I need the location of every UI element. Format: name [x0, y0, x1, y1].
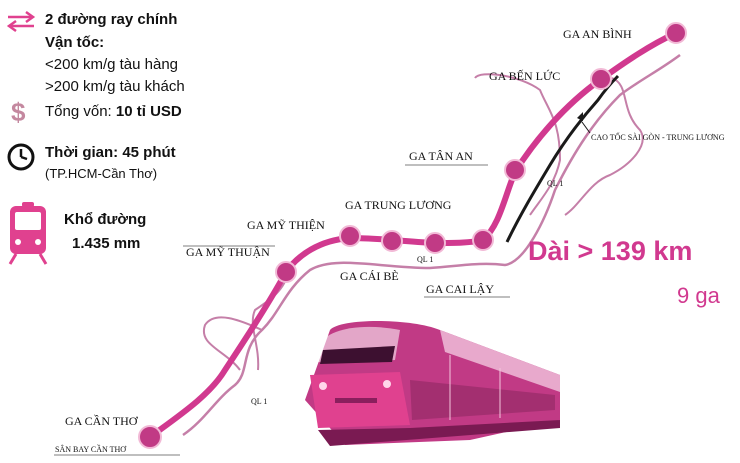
time-label: Thời gian: 45 phút	[45, 144, 176, 161]
station-my-thien	[339, 225, 361, 247]
station-cai-lay	[424, 232, 446, 254]
gauge-label: Khổ đường	[64, 211, 147, 228]
label-ql1-a: QL 1	[547, 179, 563, 188]
label-cai-lay: GA CAI LẬY	[426, 282, 494, 296]
train-icon	[305, 321, 560, 446]
label-ql1-c: QL 1	[251, 397, 267, 406]
station-trung-luong	[472, 229, 494, 251]
label-ben-luc: GA BẾN LỨC	[489, 68, 560, 83]
rail-arrows-icon	[6, 10, 36, 33]
speed-label: Vận tốc:	[45, 34, 105, 51]
road-branch-mythuan	[251, 271, 289, 371]
expressway-line	[505, 74, 620, 243]
label-my-thien: GA MỸ THIỆN	[247, 218, 325, 232]
label-expressway: CAO TỐC SÀI GÒN - TRUNG LƯƠNG	[591, 132, 725, 142]
station-tan-an	[504, 159, 526, 181]
station-can-tho	[138, 425, 162, 449]
station-cai-be	[381, 230, 403, 252]
train-front-icon	[8, 202, 48, 265]
station-markers	[138, 22, 687, 449]
label-tan-an: GA TÂN AN	[409, 149, 473, 163]
station-my-thuan	[275, 261, 297, 283]
capital-prefix: Tổng vốn:	[45, 103, 116, 120]
label-my-thuan: GA MỸ THUẬN	[186, 245, 270, 259]
gauge-value: 1.435 mm	[72, 235, 141, 252]
station-count: 9 ga	[677, 283, 720, 308]
speed-freight: <200 km/g tàu hàng	[45, 56, 179, 73]
station-an-binh	[665, 22, 687, 44]
label-trung-luong: GA TRUNG LƯƠNG	[345, 198, 452, 212]
station-ben-luc	[590, 68, 612, 90]
label-ql1-b: QL 1	[417, 255, 433, 264]
label-an-binh: GA AN BÌNH	[563, 27, 632, 41]
label-can-tho: GA CẦN THƠ	[65, 413, 139, 428]
label-airport: SÂN BAY CẦN THƠ	[55, 444, 127, 454]
rails-title: 2 đường ray chính	[45, 11, 178, 28]
route-length: Dài > 139 km	[528, 236, 693, 266]
expressway-pointer	[577, 112, 583, 121]
speed-passenger: >200 km/g tàu khách	[45, 78, 185, 95]
time-route: (TP.HCM-Cần Thơ)	[45, 166, 158, 181]
road-branch-north	[474, 73, 562, 216]
capital: Tổng vốn: 10 tỉ USD	[45, 102, 182, 121]
road-branch-east	[564, 77, 644, 216]
road-branch-west	[202, 316, 263, 371]
clock-icon	[7, 143, 35, 171]
road-ql1	[182, 53, 681, 437]
label-cai-be: GA CÁI BÈ	[340, 269, 399, 283]
capital-value: 10 tỉ USD	[115, 103, 182, 120]
dollar-icon: $	[11, 97, 26, 127]
